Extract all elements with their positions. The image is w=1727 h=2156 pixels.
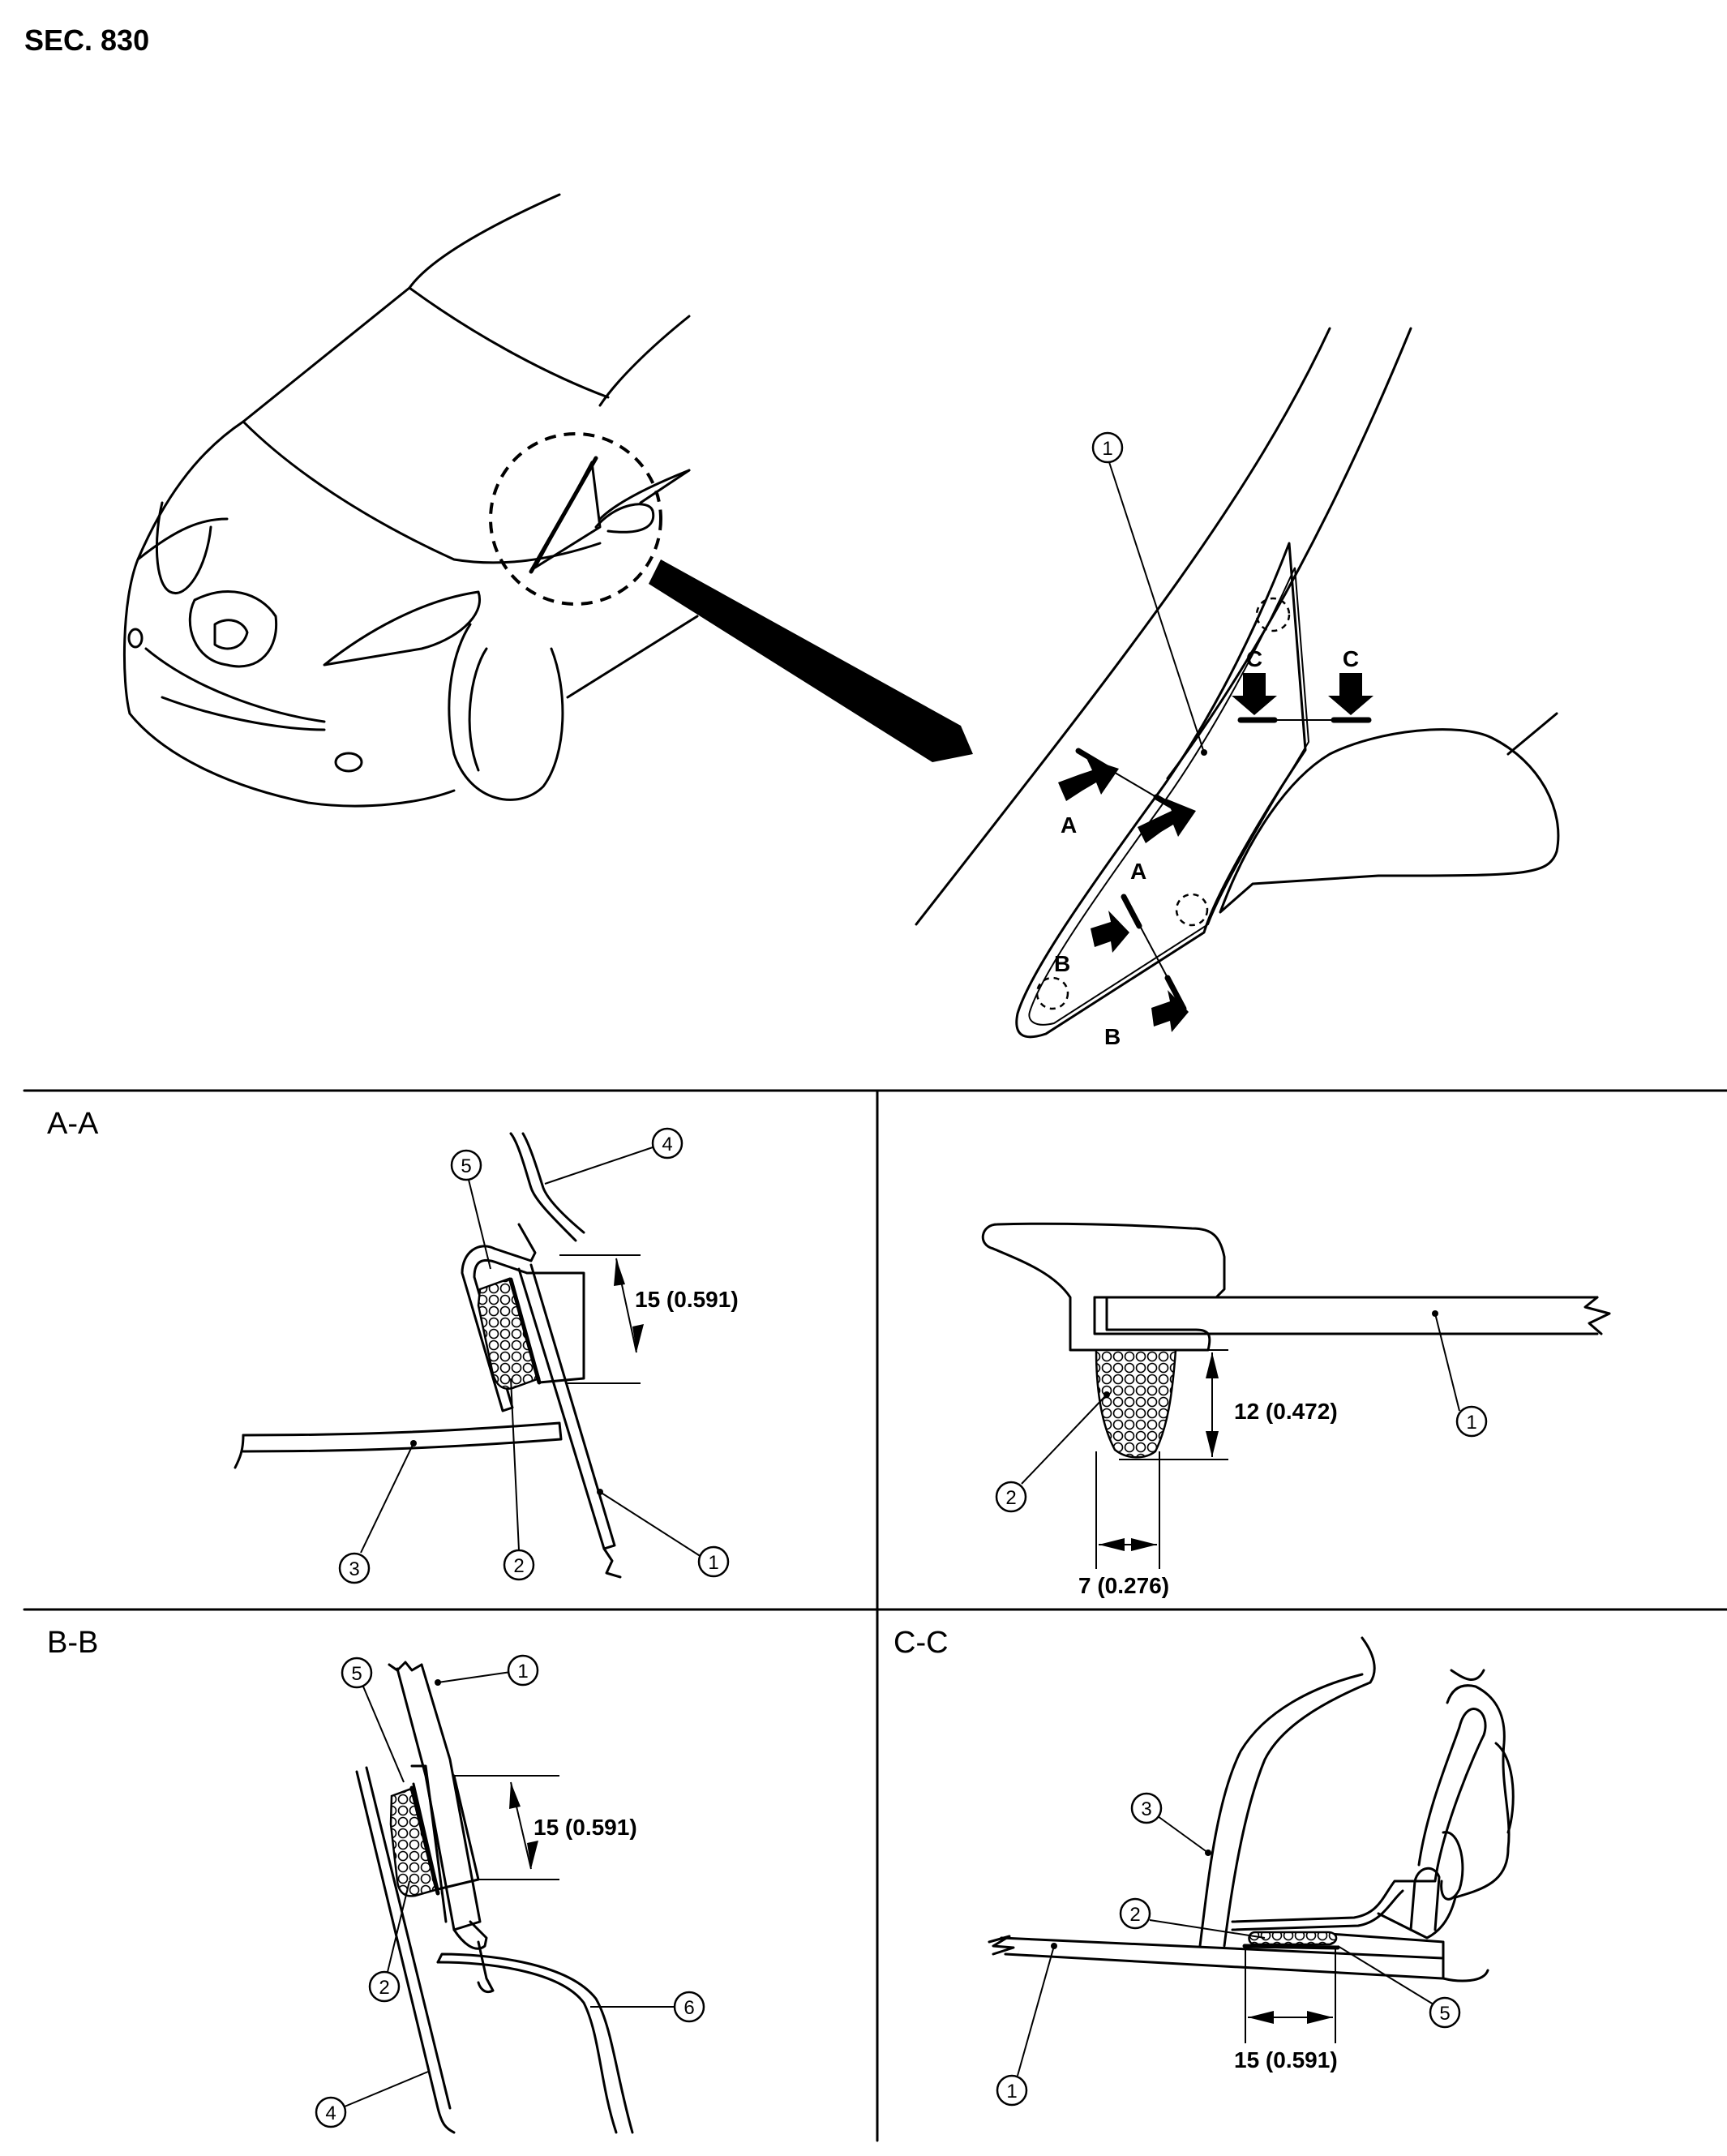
section-b-b: B-B 15 (0.591) 1 5 2 4 6 <box>47 1626 705 2134</box>
zoom-area-circle <box>489 432 662 606</box>
callout-1 <box>1091 431 1124 464</box>
callout-1 <box>996 2074 1028 2107</box>
panel-frames <box>23 1089 1727 2142</box>
svg-text:1: 1 <box>517 1661 528 1682</box>
callout-3 <box>1130 1792 1163 1824</box>
section-detail: 12 (0.472) 7 (0.276) 1 2 <box>981 1222 1611 1598</box>
svg-text:1: 1 <box>1006 2081 1017 2102</box>
svg-text:5: 5 <box>351 1663 362 1685</box>
callout-2 <box>368 1970 401 2003</box>
svg-text:15 (0.591): 15 (0.591) <box>635 1287 739 1312</box>
callout-5 <box>1429 1996 1461 2029</box>
callout-3 <box>338 1552 371 1584</box>
callout-2 <box>503 1549 535 1581</box>
callout-1 <box>697 1545 730 1578</box>
finisher-enlarged-view: 1 A A B B C C <box>915 327 1560 1049</box>
svg-text:5: 5 <box>461 1155 471 1177</box>
callout-4 <box>315 2096 347 2128</box>
marker-b: B <box>1054 951 1070 976</box>
svg-text:15 (0.591): 15 (0.591) <box>534 1815 637 1840</box>
svg-text:3: 3 <box>349 1558 359 1580</box>
marker-a: A <box>1130 859 1146 884</box>
svg-text:2: 2 <box>379 1977 389 1999</box>
view-label-c-c: C-C <box>893 1626 949 1660</box>
section-a-a: A-A 15 (0.591) 4 5 2 3 1 <box>47 1107 739 1584</box>
clip-location <box>1035 976 1069 1010</box>
callout-1 <box>507 1654 539 1687</box>
callout-5 <box>341 1657 373 1689</box>
svg-text:1: 1 <box>1102 438 1112 460</box>
svg-text:2: 2 <box>1005 1487 1016 1509</box>
marker-c: C <box>1246 646 1262 671</box>
view-label-b-b: B-B <box>47 1626 98 1660</box>
zoom-arrow <box>649 559 973 762</box>
section-title: SEC. 830 <box>24 24 149 57</box>
svg-text:5: 5 <box>1439 2003 1450 2025</box>
svg-text:2: 2 <box>513 1555 524 1577</box>
car-overview-illustration <box>122 193 973 808</box>
svg-text:4: 4 <box>325 2102 336 2124</box>
svg-text:1: 1 <box>1466 1412 1476 1434</box>
callout-1 <box>1455 1405 1488 1438</box>
svg-text:4: 4 <box>662 1134 672 1155</box>
callout-2 <box>995 1481 1027 1513</box>
view-label-a-a: A-A <box>47 1107 99 1141</box>
clip-location <box>1175 893 1209 927</box>
callout-4 <box>651 1127 684 1159</box>
svg-text:12 (0.472): 12 (0.472) <box>1234 1399 1338 1424</box>
svg-text:7 (0.276): 7 (0.276) <box>1078 1573 1169 1598</box>
svg-text:6: 6 <box>684 1997 694 2019</box>
marker-b: B <box>1104 1024 1121 1049</box>
callout-6 <box>673 1991 705 2023</box>
clip-location <box>1255 597 1291 632</box>
callout-2 <box>1119 1897 1151 1930</box>
marker-c: C <box>1343 646 1359 671</box>
callout-5 <box>450 1149 482 1181</box>
svg-text:2: 2 <box>1129 1904 1140 1926</box>
svg-text:3: 3 <box>1141 1798 1151 1820</box>
svg-text:1: 1 <box>708 1552 718 1574</box>
section-c-c: C-C 15 (0.591) 3 2 5 1 <box>893 1626 1515 2107</box>
marker-a: A <box>1061 812 1077 838</box>
svg-text:15 (0.591): 15 (0.591) <box>1234 2047 1338 2072</box>
